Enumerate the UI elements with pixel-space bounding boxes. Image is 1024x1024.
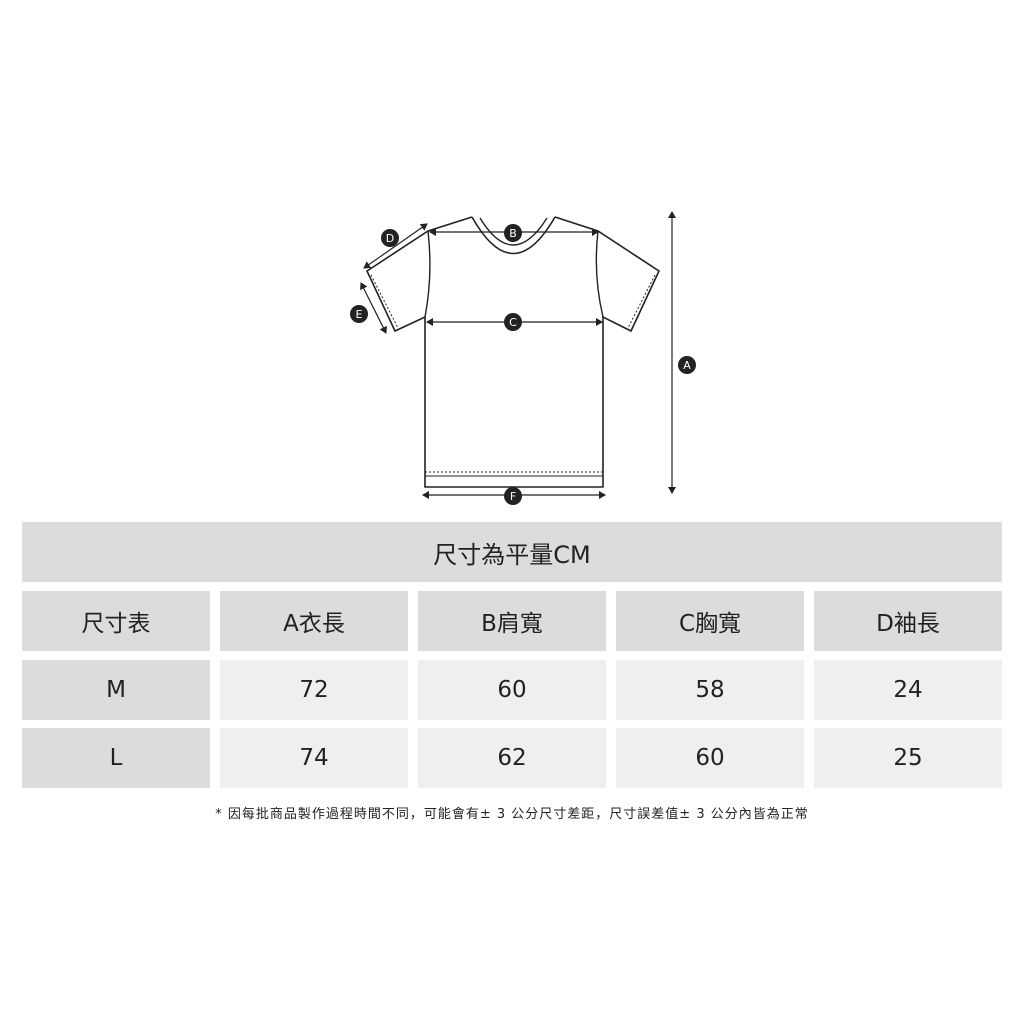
value-cell: 24 [814, 660, 1002, 720]
right-sleeve-hem [627, 274, 656, 329]
badge-a: A [678, 356, 696, 374]
value-cell: 72 [220, 660, 408, 720]
svg-text:A: A [683, 359, 691, 372]
size-label-cell: L [22, 728, 210, 788]
badge-b: B [504, 224, 522, 242]
right-sleeve-seam [595, 230, 604, 318]
badge-d: D [381, 229, 399, 247]
badge-e: E [350, 305, 368, 323]
value-cell: 25 [814, 728, 1002, 788]
size-table-header-row: 尺寸表 A衣長 B肩寬 C胸寬 D袖長 [22, 591, 1002, 651]
tshirt-outline [365, 216, 661, 488]
svg-text:D: D [386, 232, 394, 245]
value-cell: 60 [616, 728, 804, 788]
left-sleeve-hem [370, 274, 399, 329]
header-cell-size-chart: 尺寸表 [22, 591, 210, 651]
header-cell-length: A衣長 [220, 591, 408, 651]
value-cell: 74 [220, 728, 408, 788]
tshirt-diagram: A B C D E F [350, 211, 696, 505]
size-label-cell: M [22, 660, 210, 720]
unit-banner: 尺寸為平量CM [22, 522, 1002, 582]
arrow-d [363, 223, 428, 269]
header-cell-sleeve: D袖長 [814, 591, 1002, 651]
badge-f: F [504, 487, 522, 505]
svg-text:B: B [509, 227, 517, 240]
arrow-e [360, 282, 387, 334]
badge-c: C [504, 313, 522, 331]
value-cell: 62 [418, 728, 606, 788]
table-row: L 74 62 60 25 [22, 728, 1002, 788]
header-cell-chest: C胸寬 [616, 591, 804, 651]
svg-text:F: F [510, 490, 516, 503]
svg-text:C: C [509, 316, 517, 329]
value-cell: 60 [418, 660, 606, 720]
table-row: M 72 60 58 24 [22, 660, 1002, 720]
left-sleeve-seam [424, 230, 431, 318]
svg-text:E: E [356, 308, 363, 321]
value-cell: 58 [616, 660, 804, 720]
tolerance-note: * 因每批商品製作過程時間不同，可能會有± 3 公分尺寸差距，尺寸誤差值± 3 … [215, 807, 809, 822]
header-cell-shoulder: B肩寬 [418, 591, 606, 651]
